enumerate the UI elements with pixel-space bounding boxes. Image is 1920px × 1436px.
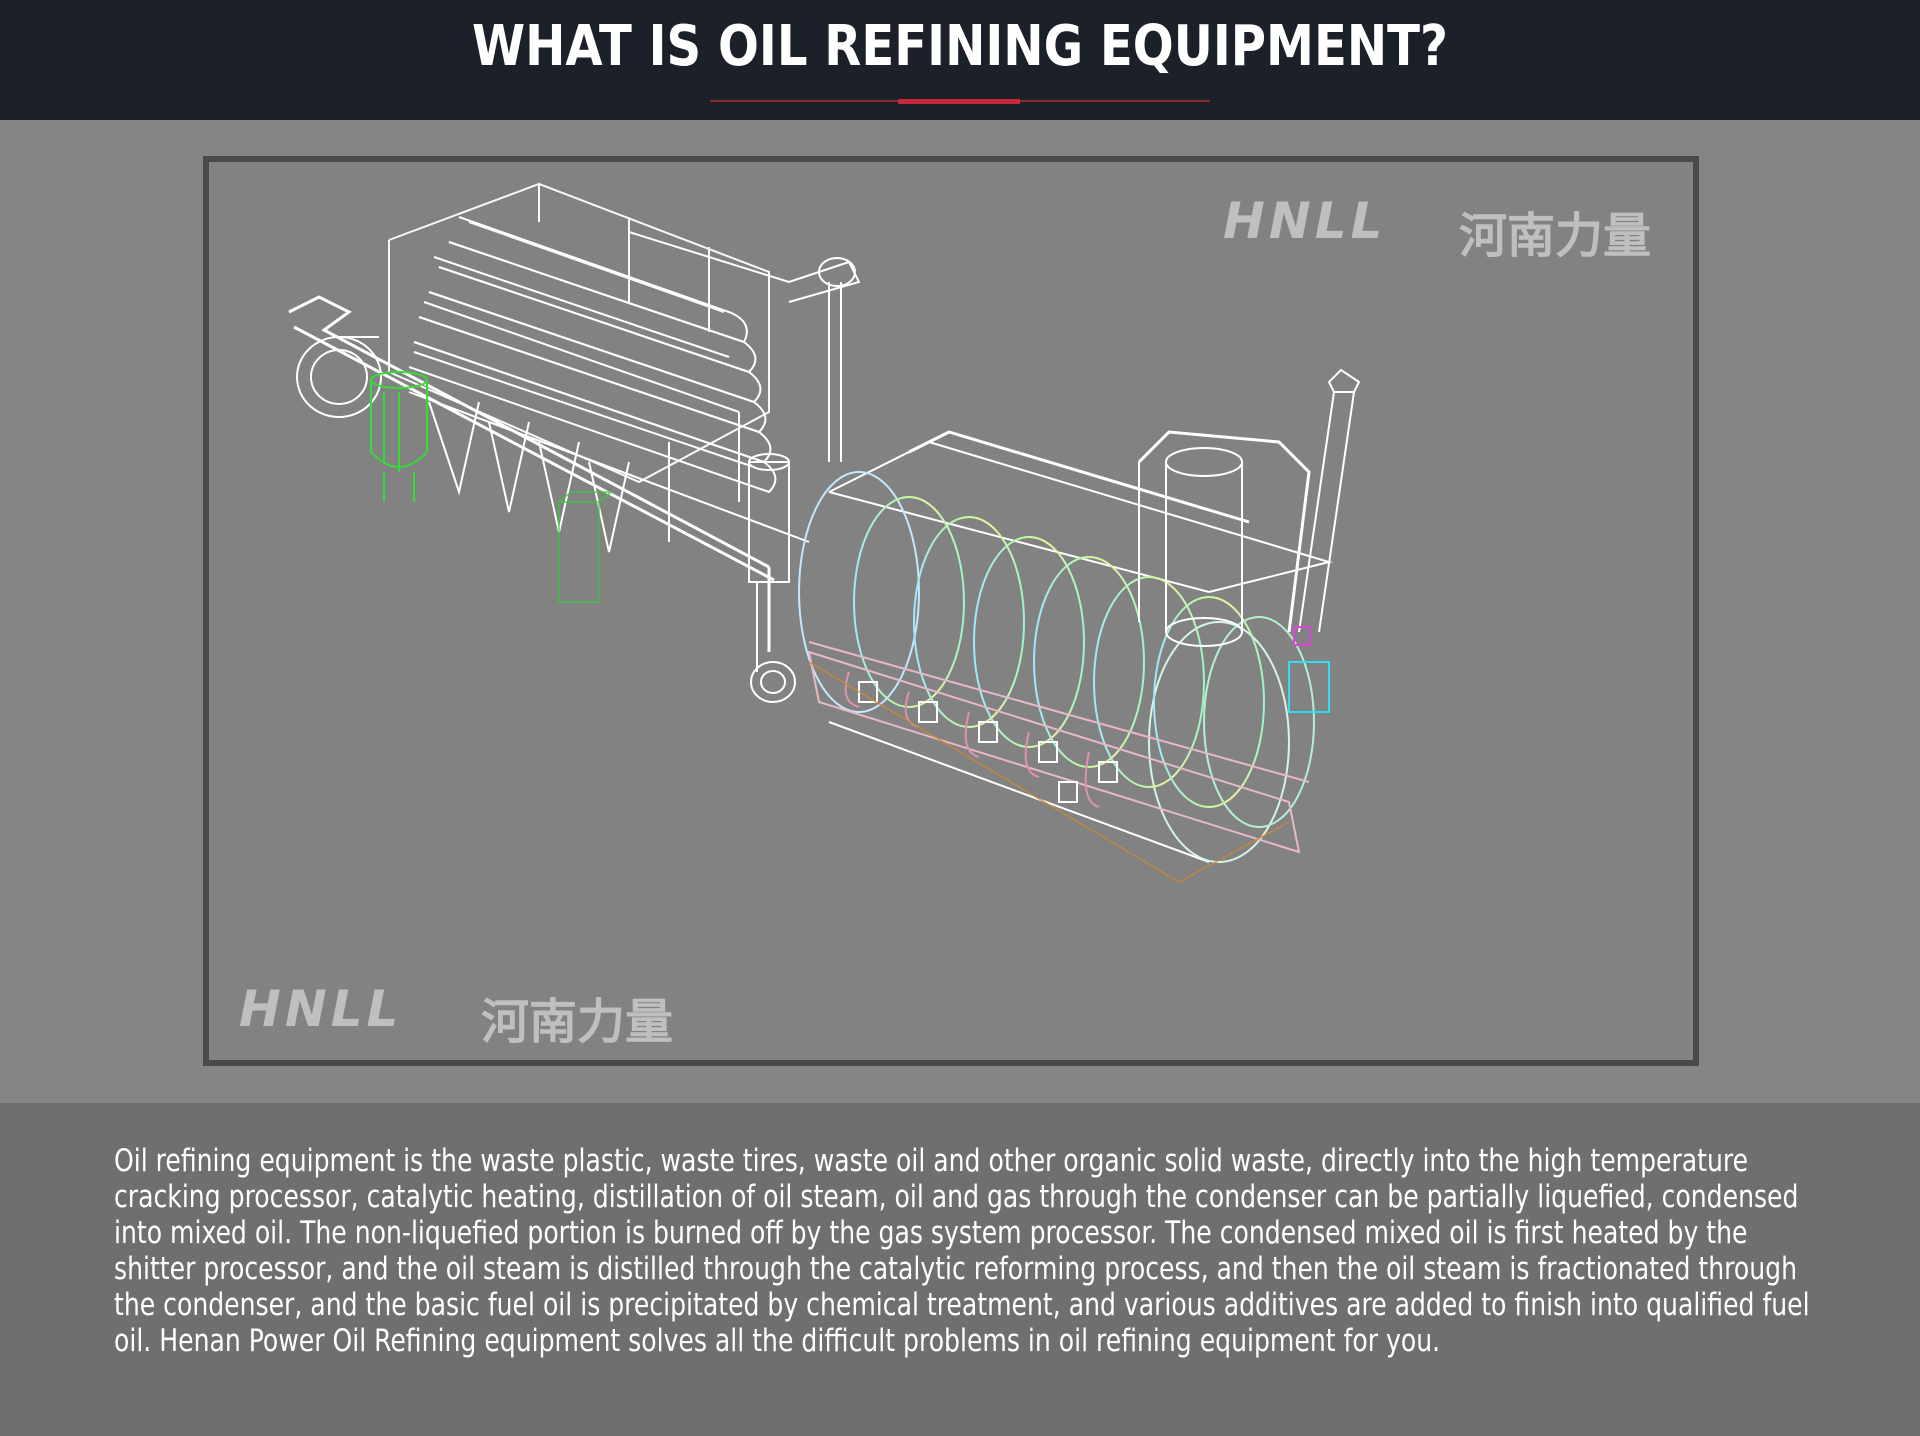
brand-logo-top: HNLL	[1223, 192, 1387, 250]
brand-logo-cn-top: 河南力量	[1459, 208, 1652, 264]
burners-row	[858, 681, 1118, 803]
magenta-valve	[1293, 626, 1311, 646]
gas-tank-right	[1138, 447, 1243, 647]
wireframe-scene	[288, 182, 1361, 883]
top-pipe-right	[908, 430, 1311, 633]
top-pipe	[628, 231, 861, 462]
description-text: Oil refining equipment is the waste plas…	[114, 1143, 1810, 1359]
reactor-base	[807, 641, 1310, 854]
page-title: WHAT IS OIL REFINING EQUIPMENT?	[472, 14, 1448, 79]
brand-logo-cn-bottom: 河南力量	[481, 994, 674, 1050]
title-underline-accent	[898, 99, 1020, 104]
condenser-tubes	[408, 216, 777, 494]
cyan-unit	[1288, 661, 1330, 713]
separator-column	[748, 453, 796, 703]
burner-pipes-pink	[844, 671, 1100, 808]
condenser-frame	[388, 182, 770, 484]
main-pipeline	[288, 295, 775, 652]
oil-tank-green-2	[558, 491, 612, 603]
left-fan	[296, 336, 382, 418]
reactor-drum	[798, 440, 1333, 863]
oil-tank-green	[370, 371, 428, 502]
orange-frame	[808, 661, 1290, 883]
brand-logo-bottom: HNLL	[239, 980, 403, 1038]
equipment-3d-render: HNLL 河南力量 HNLL 河南力量	[203, 156, 1699, 1066]
chimney	[1298, 368, 1361, 633]
description-band	[0, 1103, 1920, 1436]
header-banner: WHAT IS OIL REFINING EQUIPMENT?	[0, 0, 1920, 120]
